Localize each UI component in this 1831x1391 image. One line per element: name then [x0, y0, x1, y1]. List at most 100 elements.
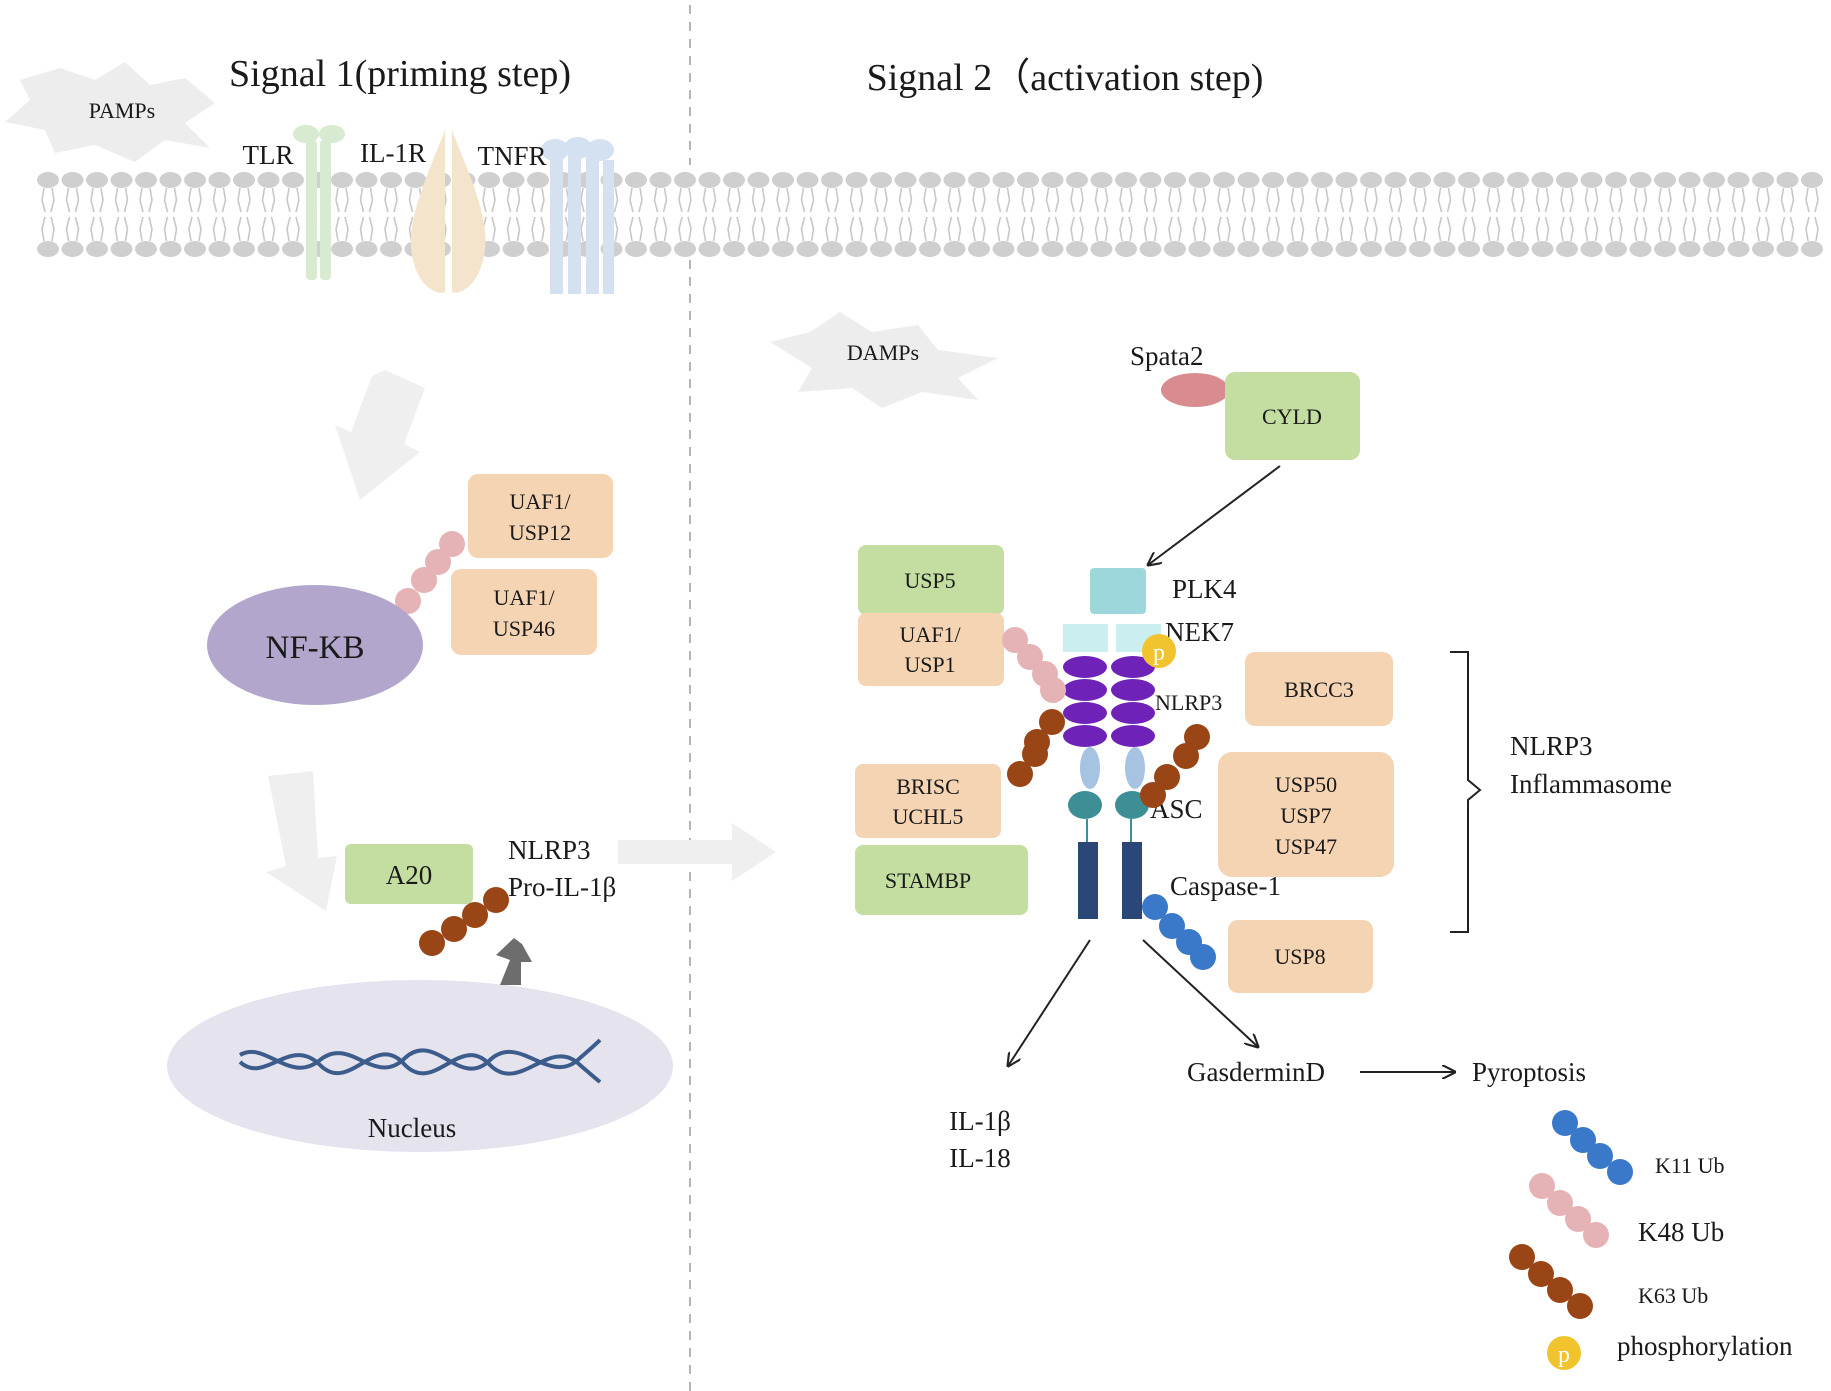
uaf1-usp12-box: UAF1/ USP12	[468, 474, 613, 558]
lipid-head-outer	[404, 172, 427, 188]
lipid-head-inner	[1188, 241, 1211, 257]
lipid-head-outer	[208, 172, 231, 188]
lipid-head-outer	[527, 172, 549, 188]
nucleus-label: Nucleus	[368, 1113, 456, 1143]
lipid-head-outer	[674, 172, 696, 188]
tlr-label: TLR	[243, 140, 294, 170]
lipid-head-inner	[943, 241, 966, 257]
lipid-head-inner	[845, 241, 868, 257]
lipid-tails	[1364, 187, 1378, 242]
lipid-head-inner	[1164, 241, 1186, 257]
nlrp3-left-stack	[1063, 656, 1107, 747]
lipid-head-outer	[723, 172, 745, 188]
inflammasome-bracket	[1450, 651, 1482, 933]
lipid-tails	[972, 187, 986, 242]
lipid-head-outer	[1433, 172, 1456, 188]
lipid-head-outer	[919, 172, 941, 188]
k11-chain-caspase	[1142, 894, 1216, 970]
lipid-head-inner	[1752, 241, 1774, 257]
lipid-head-inner	[894, 241, 917, 257]
caspase-to-gasdermin-arrow	[1142, 939, 1258, 1047]
lipid-head-outer	[1556, 172, 1578, 188]
lipid-tails	[1462, 187, 1476, 242]
lipid-head-outer	[1507, 172, 1529, 188]
lipid-head-outer	[1752, 172, 1774, 188]
lipid-tails	[237, 187, 251, 242]
lipid-tails	[384, 187, 398, 242]
lipid-head-inner	[1801, 241, 1823, 257]
lipid-head-inner	[1629, 241, 1652, 257]
damps-label: DAMPs	[847, 340, 919, 365]
lipid-tails	[702, 187, 717, 242]
caspase1-left	[1078, 842, 1098, 919]
lipid-head-outer	[943, 172, 966, 188]
lipid-head-inner	[135, 241, 157, 257]
lipid-tails	[506, 187, 521, 242]
lipid-head-inner	[502, 241, 525, 257]
nek7-left	[1063, 624, 1108, 652]
nek7-label: NEK7	[1165, 617, 1234, 647]
lipid-head-inner	[747, 241, 770, 257]
lipid-head-outer	[845, 172, 868, 188]
lipid-head-outer	[37, 172, 59, 188]
lipid-head-outer	[1482, 172, 1505, 188]
lipid-head-inner	[1703, 241, 1725, 257]
lipid-tails	[41, 187, 55, 242]
lipid-head-outer	[282, 172, 304, 188]
lipid-head-outer	[1139, 172, 1162, 188]
lipid-head-inner	[527, 241, 549, 257]
svg-text:USP12: USP12	[509, 520, 571, 545]
lipid-head-inner	[1262, 241, 1284, 257]
pyroptosis-label: Pyroptosis	[1472, 1057, 1586, 1087]
caspase-to-il-arrow	[1008, 939, 1091, 1066]
lipid-tails	[90, 187, 104, 242]
lipid-head-outer	[1629, 172, 1652, 188]
lipid-head-outer	[1703, 172, 1725, 188]
caspase1-right	[1122, 842, 1142, 919]
legend-k63-swatch	[1509, 1244, 1593, 1319]
lipid-tails	[1437, 187, 1452, 242]
lipid-head-outer	[478, 172, 500, 188]
lipid-head-outer	[184, 172, 206, 188]
lipid-head-inner	[919, 241, 941, 257]
asc-left-domain	[1068, 791, 1102, 819]
usp8-box: USP8	[1228, 920, 1373, 993]
nlrp3-product-label: NLRP3	[508, 835, 591, 865]
stambp-box: STAMBP	[855, 845, 1028, 915]
asc-left-linker	[1080, 747, 1100, 789]
to-activation-arrow	[618, 823, 776, 881]
lipid-head-outer	[1286, 172, 1309, 188]
lipid-tails	[849, 187, 864, 242]
nucleus-export-arrow	[496, 938, 532, 985]
lipid-head-outer	[1066, 172, 1088, 188]
usp5-box: USP5	[858, 545, 1004, 615]
lipid-head-inner	[1213, 241, 1235, 257]
lipid-tails	[898, 187, 913, 242]
lipid-head-inner	[870, 241, 892, 257]
lipid-head-outer	[1115, 172, 1137, 188]
lipid-head-outer	[1776, 172, 1799, 188]
lipid-head-inner	[1776, 241, 1799, 257]
lipid-head-inner	[1605, 241, 1627, 257]
lipid-tails	[1560, 187, 1574, 242]
lipid-head-inner	[1580, 241, 1603, 257]
il1r-receptor	[410, 130, 486, 293]
lipid-head-inner	[159, 241, 182, 257]
lipid-head-outer	[625, 172, 647, 188]
lipid-head-outer	[698, 172, 721, 188]
lipid-tails	[1070, 187, 1084, 242]
lipid-head-inner	[1409, 241, 1431, 257]
lipid-head-outer	[1164, 172, 1186, 188]
lipid-head-outer	[1188, 172, 1211, 188]
lipid-head-inner	[1286, 241, 1309, 257]
nfkb-label: NF-KB	[265, 630, 364, 666]
lipid-head-outer	[257, 172, 280, 188]
lipid-head-inner	[1115, 241, 1137, 257]
lipid-tails	[1535, 187, 1550, 242]
lipid-head-inner	[1482, 241, 1505, 257]
lipid-head-inner	[674, 241, 696, 257]
lipid-tails	[1290, 187, 1305, 242]
lipid-tails	[1315, 187, 1329, 242]
lipid-head-outer	[968, 172, 990, 188]
lipid-head-inner	[968, 241, 990, 257]
